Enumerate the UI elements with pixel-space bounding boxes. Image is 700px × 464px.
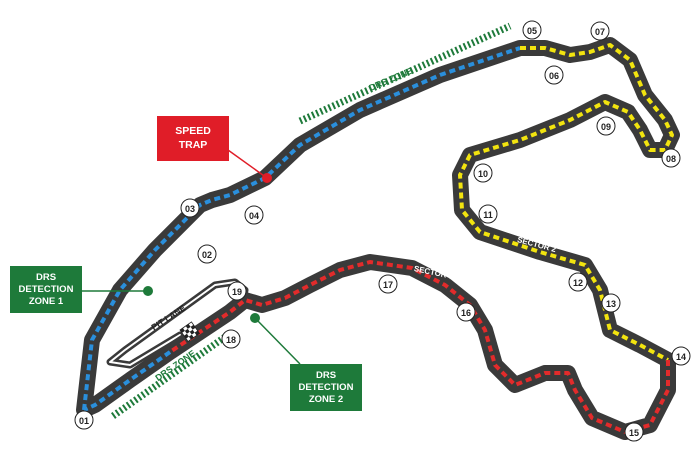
svg-text:15: 15 <box>629 428 639 438</box>
drs-detection-1-box <box>10 266 82 313</box>
pit-lane-label: PIT LANE <box>149 303 187 333</box>
corner-05: 05 <box>522 20 542 40</box>
svg-text:09: 09 <box>601 122 611 132</box>
corner-08: 08 <box>661 148 681 168</box>
corner-04: 04 <box>244 205 264 225</box>
corner-09: 09 <box>596 116 616 136</box>
corner-12: 12 <box>568 272 588 292</box>
corner-14: 14 <box>671 346 691 366</box>
corner-03: 03 <box>180 198 200 218</box>
corner-18: 18 <box>221 329 241 349</box>
svg-text:14: 14 <box>676 352 686 362</box>
svg-text:18: 18 <box>226 335 236 345</box>
drs-detection-1-label-2: DETECTION <box>19 284 74 295</box>
corner-01: 01 <box>74 410 94 430</box>
drs-detection-2-label-3: ZONE 2 <box>309 394 343 405</box>
svg-text:06: 06 <box>549 71 559 81</box>
svg-text:17: 17 <box>383 280 393 290</box>
corner-markers: 01 02 03 04 05 06 07 08 09 10 11 12 13 1… <box>74 20 691 442</box>
start-straight-line <box>83 350 172 412</box>
svg-text:02: 02 <box>202 250 212 260</box>
sector-2-line <box>458 43 674 362</box>
svg-text:11: 11 <box>483 210 493 220</box>
svg-text:10: 10 <box>478 169 488 179</box>
svg-text:04: 04 <box>249 211 259 221</box>
svg-text:13: 13 <box>606 299 616 309</box>
corner-17: 17 <box>378 274 398 294</box>
corner-13: 13 <box>601 293 621 313</box>
drs-detection-1-marker <box>143 286 153 296</box>
svg-text:08: 08 <box>666 154 676 164</box>
finish-flag-icon <box>179 321 201 343</box>
drs-detection-1-label-3: ZONE 1 <box>29 296 64 307</box>
drs-detection-2-label-2: DETECTION <box>299 382 354 393</box>
drs-zone-bar-bottom <box>110 334 228 419</box>
corner-19: 19 <box>227 281 247 301</box>
speed-trap-label-1: SPEED <box>175 125 211 137</box>
speed-trap-label-2: TRAP <box>179 139 208 151</box>
corner-15: 15 <box>624 422 644 442</box>
corner-11: 11 <box>478 204 498 224</box>
corner-06: 06 <box>544 65 564 85</box>
svg-text:03: 03 <box>185 204 195 214</box>
drs-detection-1-label-1: DRS <box>36 272 56 283</box>
svg-text:16: 16 <box>461 308 471 318</box>
drs-detection-2-label-1: DRS <box>316 370 336 381</box>
corner-16: 16 <box>456 302 476 322</box>
svg-text:01: 01 <box>79 416 89 426</box>
svg-text:05: 05 <box>527 26 537 36</box>
corner-07: 07 <box>590 21 610 41</box>
sector-1-line <box>82 46 521 411</box>
svg-text:19: 19 <box>232 287 242 297</box>
drs-detection-2-marker <box>250 313 260 323</box>
svg-text:12: 12 <box>573 278 583 288</box>
corner-02: 02 <box>197 244 217 264</box>
corner-10: 10 <box>473 163 493 183</box>
speed-trap-marker <box>262 173 272 183</box>
drs-detection-2-box <box>290 364 362 411</box>
speed-trap-box <box>157 116 229 161</box>
speed-trap-leader <box>227 149 268 179</box>
drs-detection-2-leader <box>254 317 301 365</box>
svg-text:07: 07 <box>595 27 605 37</box>
